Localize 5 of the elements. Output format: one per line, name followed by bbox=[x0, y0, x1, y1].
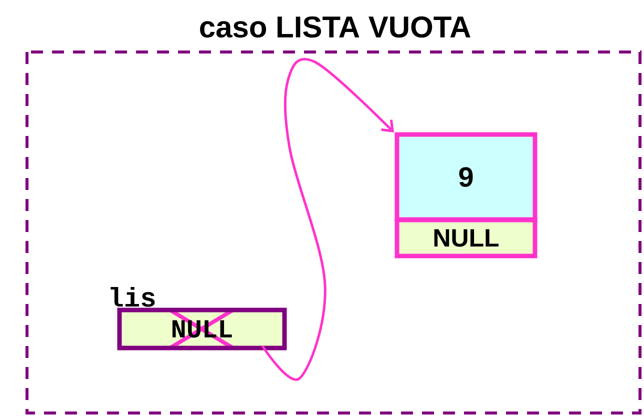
title: caso LISTA VUOTA bbox=[200, 16, 470, 38]
next-cell: NULL bbox=[394, 218, 538, 258]
value-cell: 9 bbox=[394, 132, 538, 222]
variable-name: lis bbox=[110, 286, 155, 307]
arrow bbox=[261, 58, 394, 381]
